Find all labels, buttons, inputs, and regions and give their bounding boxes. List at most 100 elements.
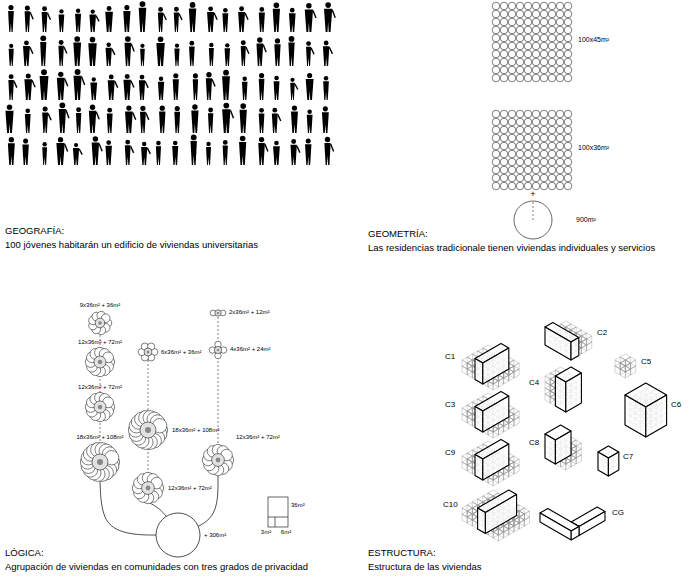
unit-circle	[532, 18, 540, 26]
person-head	[239, 6, 244, 11]
person-head	[173, 141, 178, 146]
person-body	[242, 82, 248, 100]
person-body	[9, 49, 14, 66]
unit-circle	[516, 74, 524, 82]
unit-circle	[524, 58, 532, 66]
unit-circle	[524, 126, 532, 134]
unit-circle	[524, 118, 532, 126]
person-head	[324, 76, 329, 81]
person-head	[174, 7, 179, 12]
person-body	[240, 110, 247, 133]
unit-circle	[500, 142, 508, 150]
person-arm	[329, 47, 332, 54]
unit-circle	[532, 166, 540, 174]
dashed-link	[218, 313, 219, 460]
unit-circle	[548, 158, 556, 166]
unit-circle	[516, 174, 524, 182]
person-body	[139, 8, 147, 32]
person-head	[91, 10, 95, 14]
person-head	[274, 141, 279, 146]
unit-circle	[540, 34, 548, 42]
person-body	[25, 114, 31, 133]
community-tree	[80, 310, 233, 557]
unit-circle	[508, 182, 516, 190]
unit-circle	[500, 110, 508, 118]
person-arm	[66, 110, 69, 118]
person-body	[223, 146, 228, 165]
person-head	[240, 103, 246, 109]
unit-circle	[556, 66, 564, 74]
unit-circle	[524, 34, 532, 42]
grid-45	[492, 2, 572, 82]
service-circle	[514, 201, 552, 239]
unit-circle	[508, 34, 516, 42]
person-body	[207, 12, 214, 32]
person-body	[24, 79, 32, 100]
unit-circle	[540, 74, 548, 82]
service-block	[475, 359, 483, 385]
person-body	[259, 79, 265, 100]
unit-cell	[462, 453, 472, 459]
person-head	[292, 105, 297, 110]
unit-circle	[532, 74, 540, 82]
unit-circle	[516, 182, 524, 190]
unit-circle	[540, 66, 548, 74]
flower-center	[215, 310, 221, 316]
person-body	[123, 11, 130, 32]
person-body	[56, 143, 64, 165]
unit-circle	[532, 26, 540, 34]
person-head	[324, 41, 329, 46]
person-body	[173, 79, 179, 100]
service-block	[483, 396, 509, 432]
unit-cell	[462, 408, 467, 417]
person-head	[259, 73, 264, 78]
common-circle	[156, 513, 200, 557]
unit-circle	[516, 66, 524, 74]
service-block	[545, 434, 555, 464]
person-head	[24, 40, 29, 45]
person-head	[23, 139, 28, 144]
person-head	[106, 140, 111, 145]
unit-cell	[509, 408, 519, 414]
unit-circle	[508, 58, 516, 66]
unit-circle	[548, 58, 556, 66]
person-arm	[313, 10, 316, 18]
unit-cell	[509, 366, 514, 375]
person-arm	[163, 14, 166, 20]
person-head	[259, 137, 264, 142]
person-arm	[30, 47, 33, 54]
unit-cell	[545, 373, 555, 379]
person-body	[324, 9, 332, 32]
unit-circle	[500, 58, 508, 66]
unit-circle	[524, 150, 532, 158]
unit-circle	[548, 134, 556, 142]
person-head	[225, 43, 229, 47]
person-body	[140, 49, 145, 66]
flower-center	[212, 454, 225, 467]
unit-circle	[564, 182, 572, 190]
person-body	[59, 14, 65, 32]
person-body	[291, 112, 298, 133]
unit-circle	[524, 74, 532, 82]
unit-cell	[519, 514, 524, 523]
unit-circle	[524, 174, 532, 182]
person-head	[223, 8, 228, 13]
unit-circle	[516, 118, 524, 126]
unit-circle	[508, 134, 516, 142]
unit-circle	[516, 10, 524, 18]
unit-circle	[548, 42, 556, 50]
person-body	[191, 141, 197, 165]
person-head	[8, 5, 13, 10]
unit-circle	[548, 150, 556, 158]
unit-circle	[492, 142, 500, 150]
unit-circle	[556, 118, 564, 126]
unit-cell	[524, 511, 529, 520]
person-body	[158, 13, 163, 32]
unit-split	[275, 517, 276, 527]
person-body	[222, 13, 228, 32]
flower-community	[210, 310, 226, 316]
unit-circle	[556, 110, 564, 118]
person-body	[8, 80, 13, 100]
unit-circle	[548, 110, 556, 118]
housing-structure	[462, 321, 667, 541]
